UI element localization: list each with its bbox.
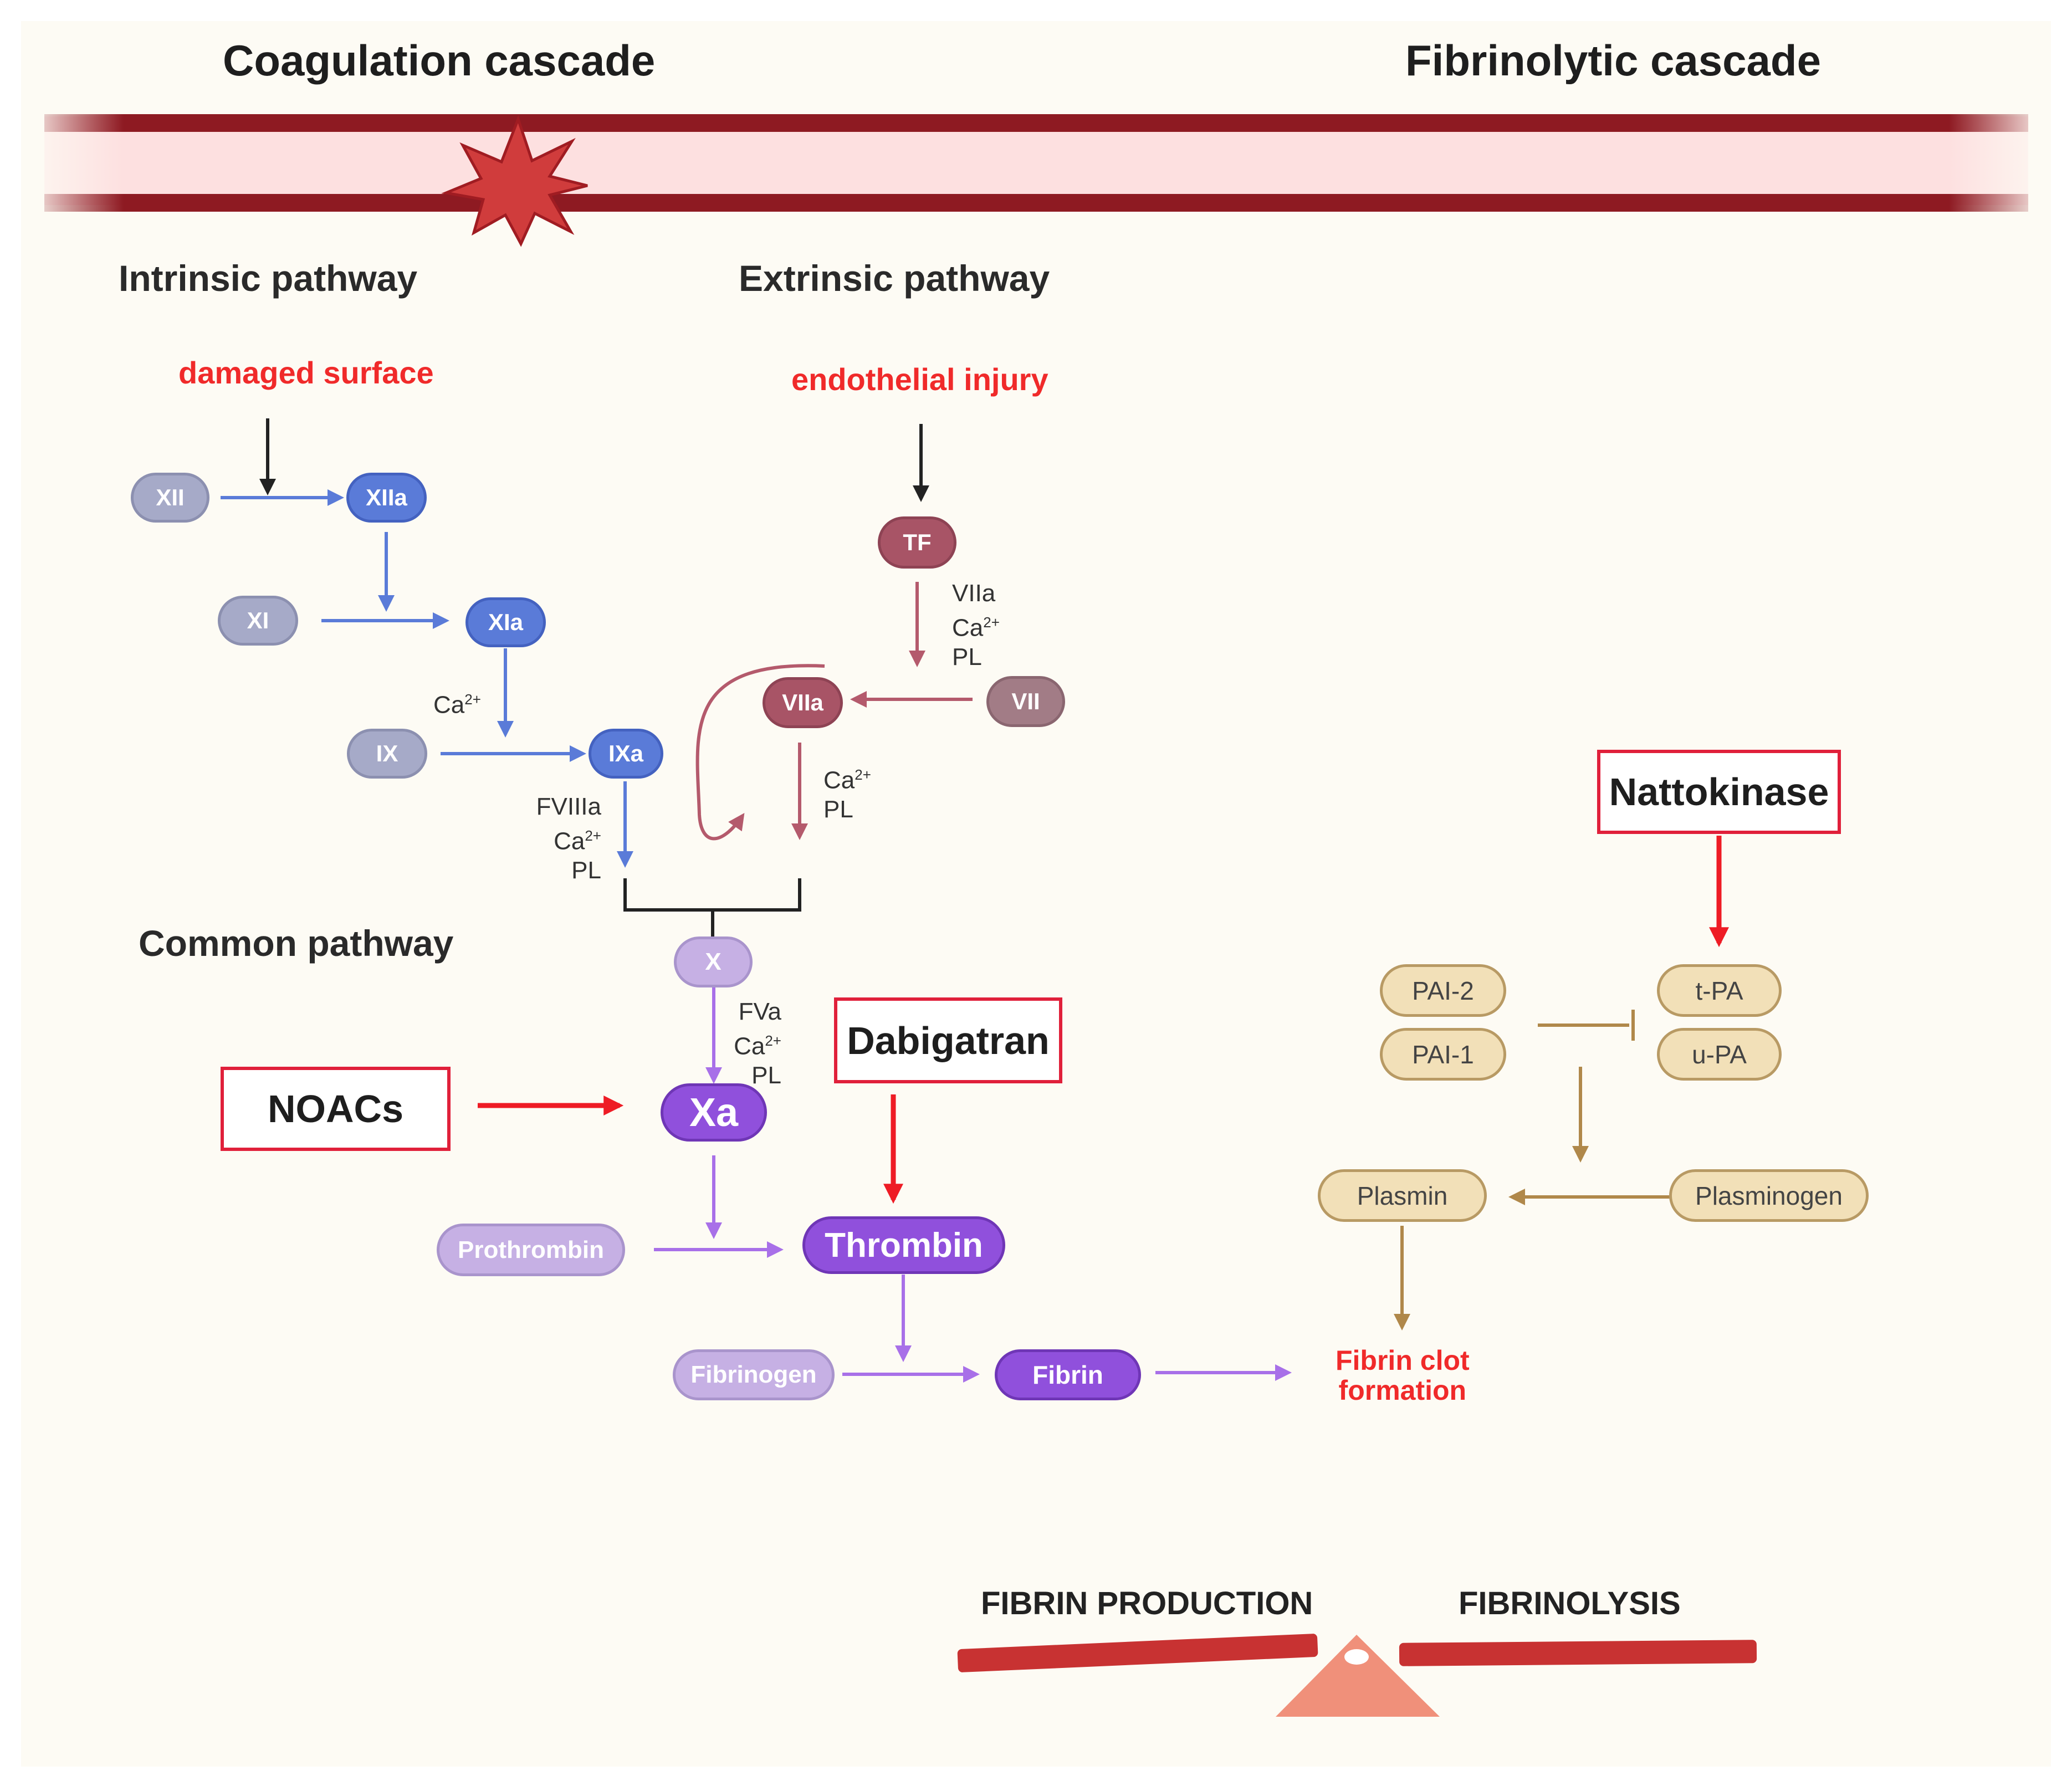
cofactor-group-x-xa: FVa Ca2+ PL: [726, 997, 781, 1090]
ca-text: Ca: [433, 691, 465, 719]
blood-vessel: [44, 114, 2028, 212]
ca-line: Ca2+: [952, 608, 1000, 643]
fibrin-clot-line2: formation: [1338, 1375, 1467, 1406]
drug-arrows: [478, 836, 1729, 1204]
node-x: X: [674, 937, 753, 987]
ca-superscript: 2+: [983, 614, 1000, 631]
cofactor-group-viia-x: Ca2+ PL: [823, 760, 871, 824]
ca-line: Ca2+: [524, 821, 601, 856]
ca-text: Ca: [823, 766, 855, 794]
pl-text: PL: [952, 643, 982, 671]
node-pai-2: PAI-2: [1380, 964, 1506, 1017]
damaged-surface-label: damaged surface: [178, 355, 434, 390]
pl-text: PL: [571, 856, 601, 884]
node-xia: XIa: [465, 597, 546, 647]
node-t-pa: t-PA: [1657, 964, 1782, 1017]
node-pai-1: PAI-1: [1380, 1028, 1506, 1081]
extrinsic-arrows: [695, 582, 973, 841]
fibrinolysis-label: FIBRINOLYSIS: [1459, 1585, 1681, 1621]
node-ixa: IXa: [589, 729, 663, 779]
viia-text: VIIa: [952, 580, 996, 607]
node-viia: VIIa: [763, 677, 843, 728]
node-thrombin: Thrombin: [802, 1216, 1005, 1274]
pathway-junction-bracket: [623, 878, 801, 937]
fibrinolytic-cascade-title: Fibrinolytic cascade: [1405, 36, 1821, 85]
node-xiia: XIIa: [346, 473, 427, 523]
balance-scale-icon: [957, 1634, 1757, 1717]
cofactor-ca-xia-ixa: Ca2+: [433, 685, 481, 720]
node-fibrinogen: Fibrinogen: [673, 1349, 835, 1400]
node-xi: XI: [218, 596, 298, 646]
ca-superscript: 2+: [464, 691, 481, 708]
node-xii: XII: [131, 473, 209, 523]
coagulation-cascade-title: Coagulation cascade: [223, 36, 656, 85]
intrinsic-arrows: [221, 489, 633, 868]
node-fibrin: Fibrin: [995, 1349, 1141, 1400]
ca-text: Ca: [952, 614, 984, 642]
drug-nattokinase-box: Nattokinase: [1597, 750, 1841, 834]
node-plasminogen: Plasminogen: [1669, 1169, 1869, 1222]
ca-line: Ca2+: [726, 1026, 781, 1061]
fibrinolytic-arrows: [1394, 1010, 1674, 1330]
cofactor-group-tf-viia: VIIa Ca2+ PL: [952, 579, 1000, 672]
fibrin-production-label: FIBRIN PRODUCTION: [981, 1585, 1313, 1621]
node-xa: Xa: [661, 1083, 767, 1142]
background-panel: [21, 21, 2051, 1767]
node-tf: TF: [878, 516, 956, 569]
endothelial-injury-label: endothelial injury: [791, 362, 1048, 397]
node-u-pa: u-PA: [1657, 1028, 1782, 1081]
ca-superscript: 2+: [765, 1032, 781, 1049]
drug-noacs-box: NOACs: [221, 1067, 451, 1151]
node-prothrombin: Prothrombin: [437, 1224, 625, 1276]
ca-superscript: 2+: [585, 827, 601, 844]
fibrin-clot-formation-label: Fibrin clot formation: [1336, 1345, 1470, 1405]
intrinsic-pathway-label: Intrinsic pathway: [119, 258, 418, 299]
drug-dabigatran-box: Dabigatran: [834, 997, 1062, 1083]
common-pathway-label: Common pathway: [139, 923, 454, 964]
pl-text: PL: [823, 795, 853, 823]
fviiia-text: FVIIIa: [536, 793, 601, 820]
ca-text: Ca: [554, 827, 585, 855]
extrinsic-pathway-label: Extrinsic pathway: [739, 258, 1050, 299]
cofactor-group-ixa-x: FVIIIa Ca2+ PL: [524, 792, 601, 885]
node-plasmin: Plasmin: [1318, 1169, 1487, 1222]
ca-text: Ca: [734, 1032, 765, 1060]
ca-superscript: 2+: [855, 766, 871, 783]
pl-text: PL: [751, 1061, 781, 1089]
injury-burst-icon: [441, 115, 588, 247]
fva-text: FVa: [738, 998, 781, 1025]
common-arrows: [654, 986, 1292, 1383]
ca-line: Ca2+: [823, 760, 871, 795]
fibrin-clot-line1: Fibrin clot: [1336, 1345, 1470, 1376]
node-vii: VII: [986, 676, 1065, 727]
node-ix: IX: [347, 729, 427, 779]
